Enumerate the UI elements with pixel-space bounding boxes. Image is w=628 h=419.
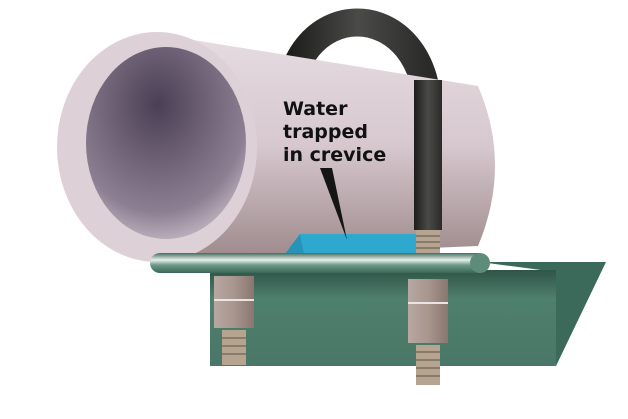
u-bolt-leg xyxy=(414,80,442,230)
bracket-rail xyxy=(150,253,488,273)
bracket-side xyxy=(480,262,606,366)
label-line-1: Water xyxy=(283,98,348,120)
bracket-plate xyxy=(210,270,556,366)
left-bolt xyxy=(214,276,254,365)
crevice-label: Water trapped in crevice xyxy=(283,98,386,167)
right-bolt xyxy=(408,279,448,385)
pipe-bore xyxy=(86,47,246,239)
label-line-2: trapped xyxy=(283,121,368,143)
label-line-3: in crevice xyxy=(283,144,387,166)
trapped-water xyxy=(285,234,416,254)
label-pointer xyxy=(320,168,347,240)
